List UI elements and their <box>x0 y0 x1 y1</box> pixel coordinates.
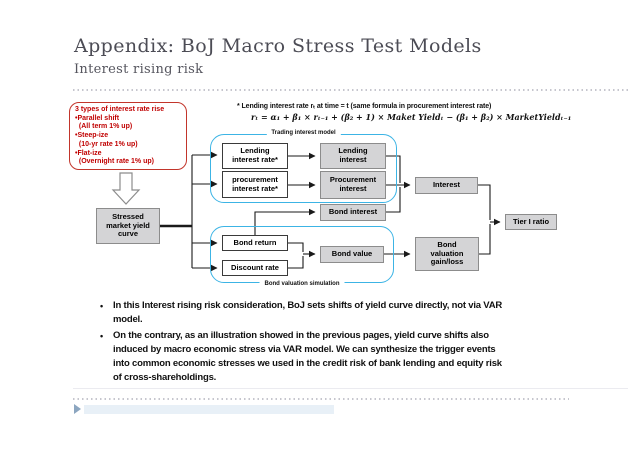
down-arrow-icon <box>111 172 141 205</box>
node-tier1-ratio: Tier I ratio <box>505 214 557 230</box>
node-interest: Interest <box>415 177 478 194</box>
bullet-icon: • <box>100 330 104 341</box>
bond-valuation-simulation-group: Bond valuation simulation <box>210 226 394 287</box>
interest-rate-rise-callout: 3 types of interest rate rise •Parallel … <box>69 102 187 170</box>
list-item: • On the contrary, as an illustration sh… <box>100 329 600 386</box>
bullet-icon: • <box>100 301 104 311</box>
node-stressed-market-yield-curve: Stressed market yield curve <box>96 208 160 244</box>
bullet-text-1: In this Interest rising risk considerati… <box>113 300 503 326</box>
node-bond-value: Bond value <box>320 246 384 263</box>
node-procurement-interest: Procurement interest <box>320 171 386 199</box>
node-lending-interest-rate: Lending interest rate* <box>222 143 288 169</box>
node-bond-interest: Bond interest <box>320 204 386 221</box>
footer-faint-divider <box>73 388 628 389</box>
node-lending-interest: Lending interest <box>320 143 386 169</box>
formula-note: * Lending interest rate rₜ at time = t (… <box>237 103 492 110</box>
node-bond-return: Bond return <box>222 235 288 251</box>
list-item: • In this Interest rising risk considera… <box>100 299 600 328</box>
trading-interest-model-label: Trading interest model <box>266 130 341 136</box>
header-divider <box>73 89 628 91</box>
node-discount-rate: Discount rate <box>222 260 288 276</box>
formula-equation: rₜ = α₁ + β₁ × rₜ₋₁ + (β₂ + 1) × Maket Y… <box>251 112 572 122</box>
page-subtitle: Interest rising risk <box>74 62 204 77</box>
node-procurement-interest-rate: procurement interest rate* <box>222 171 288 198</box>
bullet-list: • In this Interest rising risk considera… <box>100 299 600 387</box>
node-bond-valuation-gainloss: Bond valuation gain/loss <box>415 237 479 271</box>
play-triangle-icon <box>74 404 81 414</box>
page-title: Appendix: BoJ Macro Stress Test Models <box>74 35 482 57</box>
trading-interest-model-group: Trading interest model <box>210 130 397 203</box>
footer-highlight-bar <box>84 405 334 414</box>
bond-valuation-simulation-label: Bond valuation simulation <box>259 281 345 287</box>
footer-divider <box>73 398 569 400</box>
bullet-text-2: On the contrary, as an illustration show… <box>113 329 502 384</box>
